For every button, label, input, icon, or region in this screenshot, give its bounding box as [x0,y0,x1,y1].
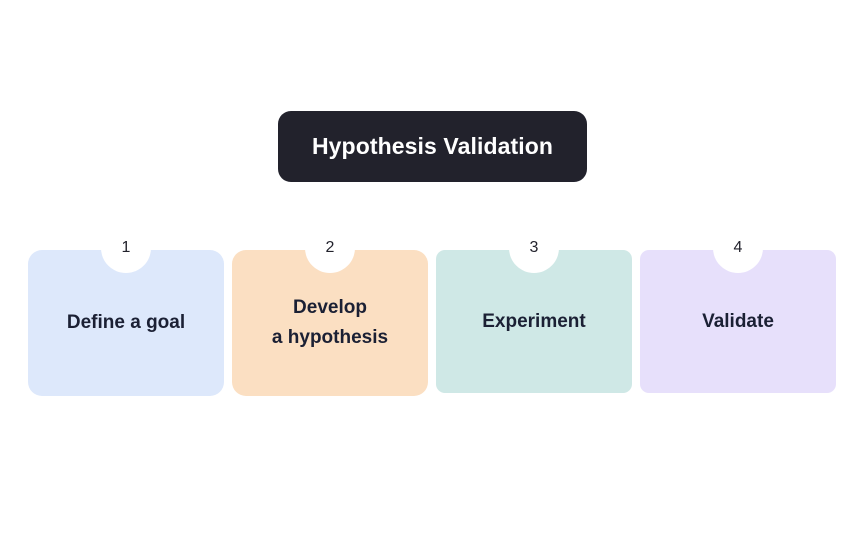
step-label-4: Validate [702,310,774,332]
step-card-4[interactable]: Validate [640,250,836,393]
step-2[interactable]: Develop a hypothesis 2 [232,223,428,398]
step-card-1[interactable]: Define a goal [28,250,224,396]
step-label-3: Experiment [482,310,586,332]
step-number-3: 3 [529,239,539,256]
step-4[interactable]: Validate 4 [640,223,836,398]
step-number-1: 1 [121,239,131,256]
step-card-3[interactable]: Experiment [436,250,632,393]
step-badge-2: 2 [305,223,355,273]
step-number-4: 4 [733,239,743,256]
step-badge-4: 4 [713,223,763,273]
step-1[interactable]: Define a goal 1 [28,223,224,398]
step-badge-1: 1 [101,223,151,273]
steps-row: Define a goal 1 Develop a hypothesis 2 E… [28,223,836,398]
page-title: Hypothesis Validation [311,133,554,159]
step-card-2[interactable]: Develop a hypothesis [232,250,428,396]
step-badge-3: 3 [509,223,559,273]
step-label-1: Define a goal [66,312,186,333]
diagram-title-pill: Hypothesis Validation [278,111,587,182]
step-label-2: Develop a hypothesis [271,297,389,348]
step-3[interactable]: Experiment 3 [436,223,632,398]
step-number-2: 2 [325,239,335,256]
